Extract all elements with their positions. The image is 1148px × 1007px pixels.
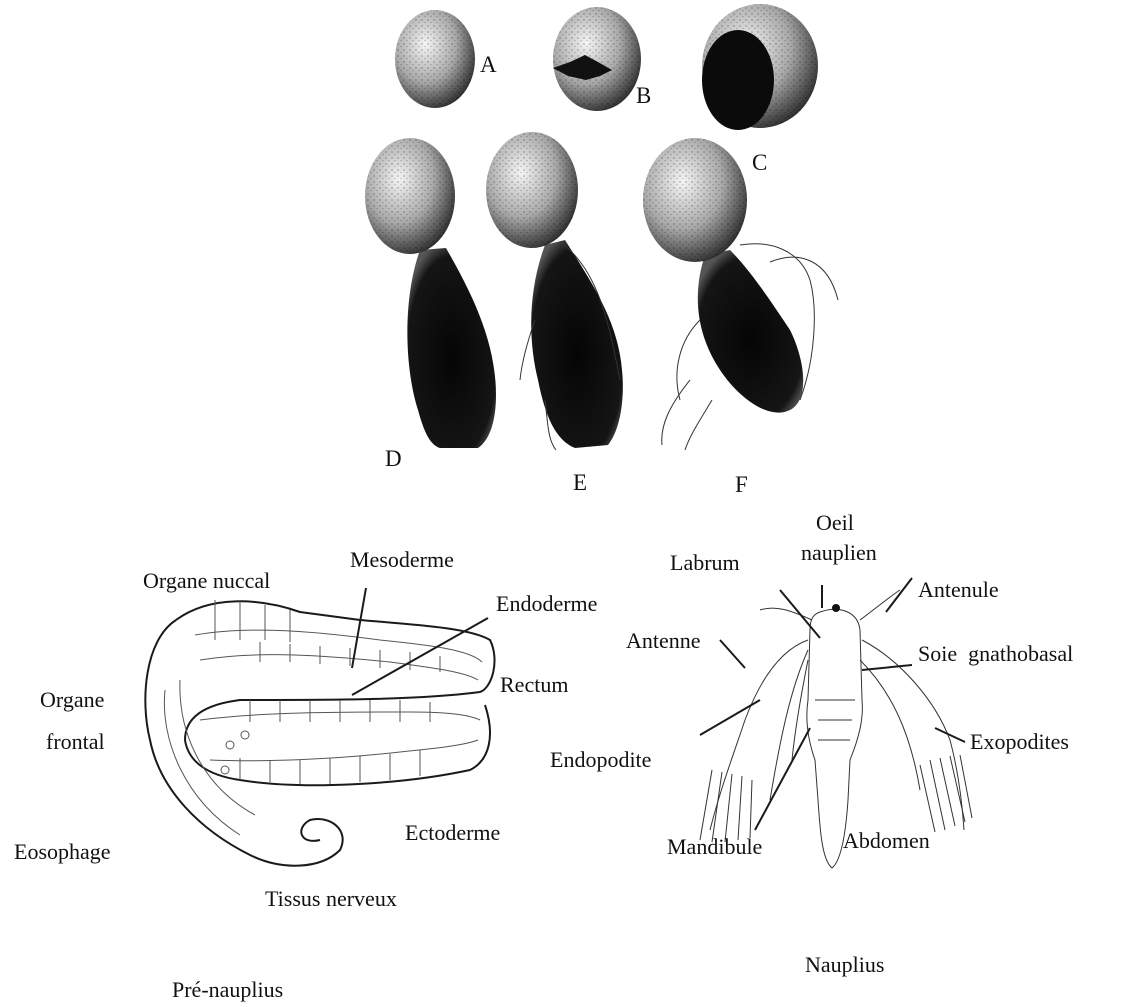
label-endopodite: Endopodite bbox=[550, 747, 651, 772]
leader-mandibule bbox=[755, 728, 810, 830]
leader-antenule bbox=[886, 578, 912, 612]
label-antenne: Antenne bbox=[626, 628, 701, 653]
label-exopodites: Exopodites bbox=[970, 729, 1069, 754]
label-oeil-2: nauplien bbox=[801, 540, 877, 565]
stage-f-embryo bbox=[643, 138, 838, 450]
leader-soie bbox=[862, 665, 912, 670]
label-antenule: Antenule bbox=[918, 577, 999, 602]
stage-a-cyst bbox=[395, 10, 475, 108]
stage-label-e: E bbox=[573, 470, 587, 495]
label-tissus-nerveux: Tissus nerveux bbox=[265, 886, 397, 911]
stage-label-f: F bbox=[735, 472, 748, 497]
label-oeil-1: Oeil bbox=[816, 510, 854, 535]
leader-endopodite bbox=[700, 700, 760, 735]
label-organe-frontal-2: frontal bbox=[46, 729, 105, 754]
prenauplius-title: Pré-nauplius bbox=[172, 977, 283, 1002]
nauplius-drawing bbox=[700, 590, 972, 868]
label-ectoderme: Ectoderme bbox=[405, 820, 500, 845]
stage-label-a: A bbox=[480, 52, 497, 77]
stage-label-d: D bbox=[385, 446, 402, 471]
label-soie-gnathobasal: Soie gnathobasal bbox=[918, 641, 1073, 666]
label-labrum: Labrum bbox=[670, 550, 740, 575]
nauplius-title: Nauplius bbox=[805, 952, 884, 977]
leader-mesoderme bbox=[352, 588, 366, 668]
stage-c-cyst bbox=[702, 4, 818, 130]
leader-labrum bbox=[780, 590, 820, 638]
leader-endoderme bbox=[352, 618, 488, 695]
label-abdomen: Abdomen bbox=[843, 828, 930, 853]
leader-antenne bbox=[720, 640, 745, 668]
label-mandibule: Mandibule bbox=[667, 834, 762, 859]
stage-label-b: B bbox=[636, 83, 651, 108]
stage-e-embryo bbox=[486, 132, 623, 450]
label-endoderme: Endoderme bbox=[496, 591, 597, 616]
label-organe-frontal-1: Organe bbox=[40, 687, 104, 712]
stage-b-cyst bbox=[553, 7, 641, 111]
stage-d-embryo bbox=[365, 138, 496, 448]
label-eosophage: Eosophage bbox=[14, 839, 111, 864]
stage-label-c: C bbox=[752, 150, 767, 175]
label-rectum: Rectum bbox=[500, 672, 568, 697]
label-mesoderme: Mesoderme bbox=[350, 547, 454, 572]
label-organe-nuccal: Organe nuccal bbox=[143, 568, 270, 593]
